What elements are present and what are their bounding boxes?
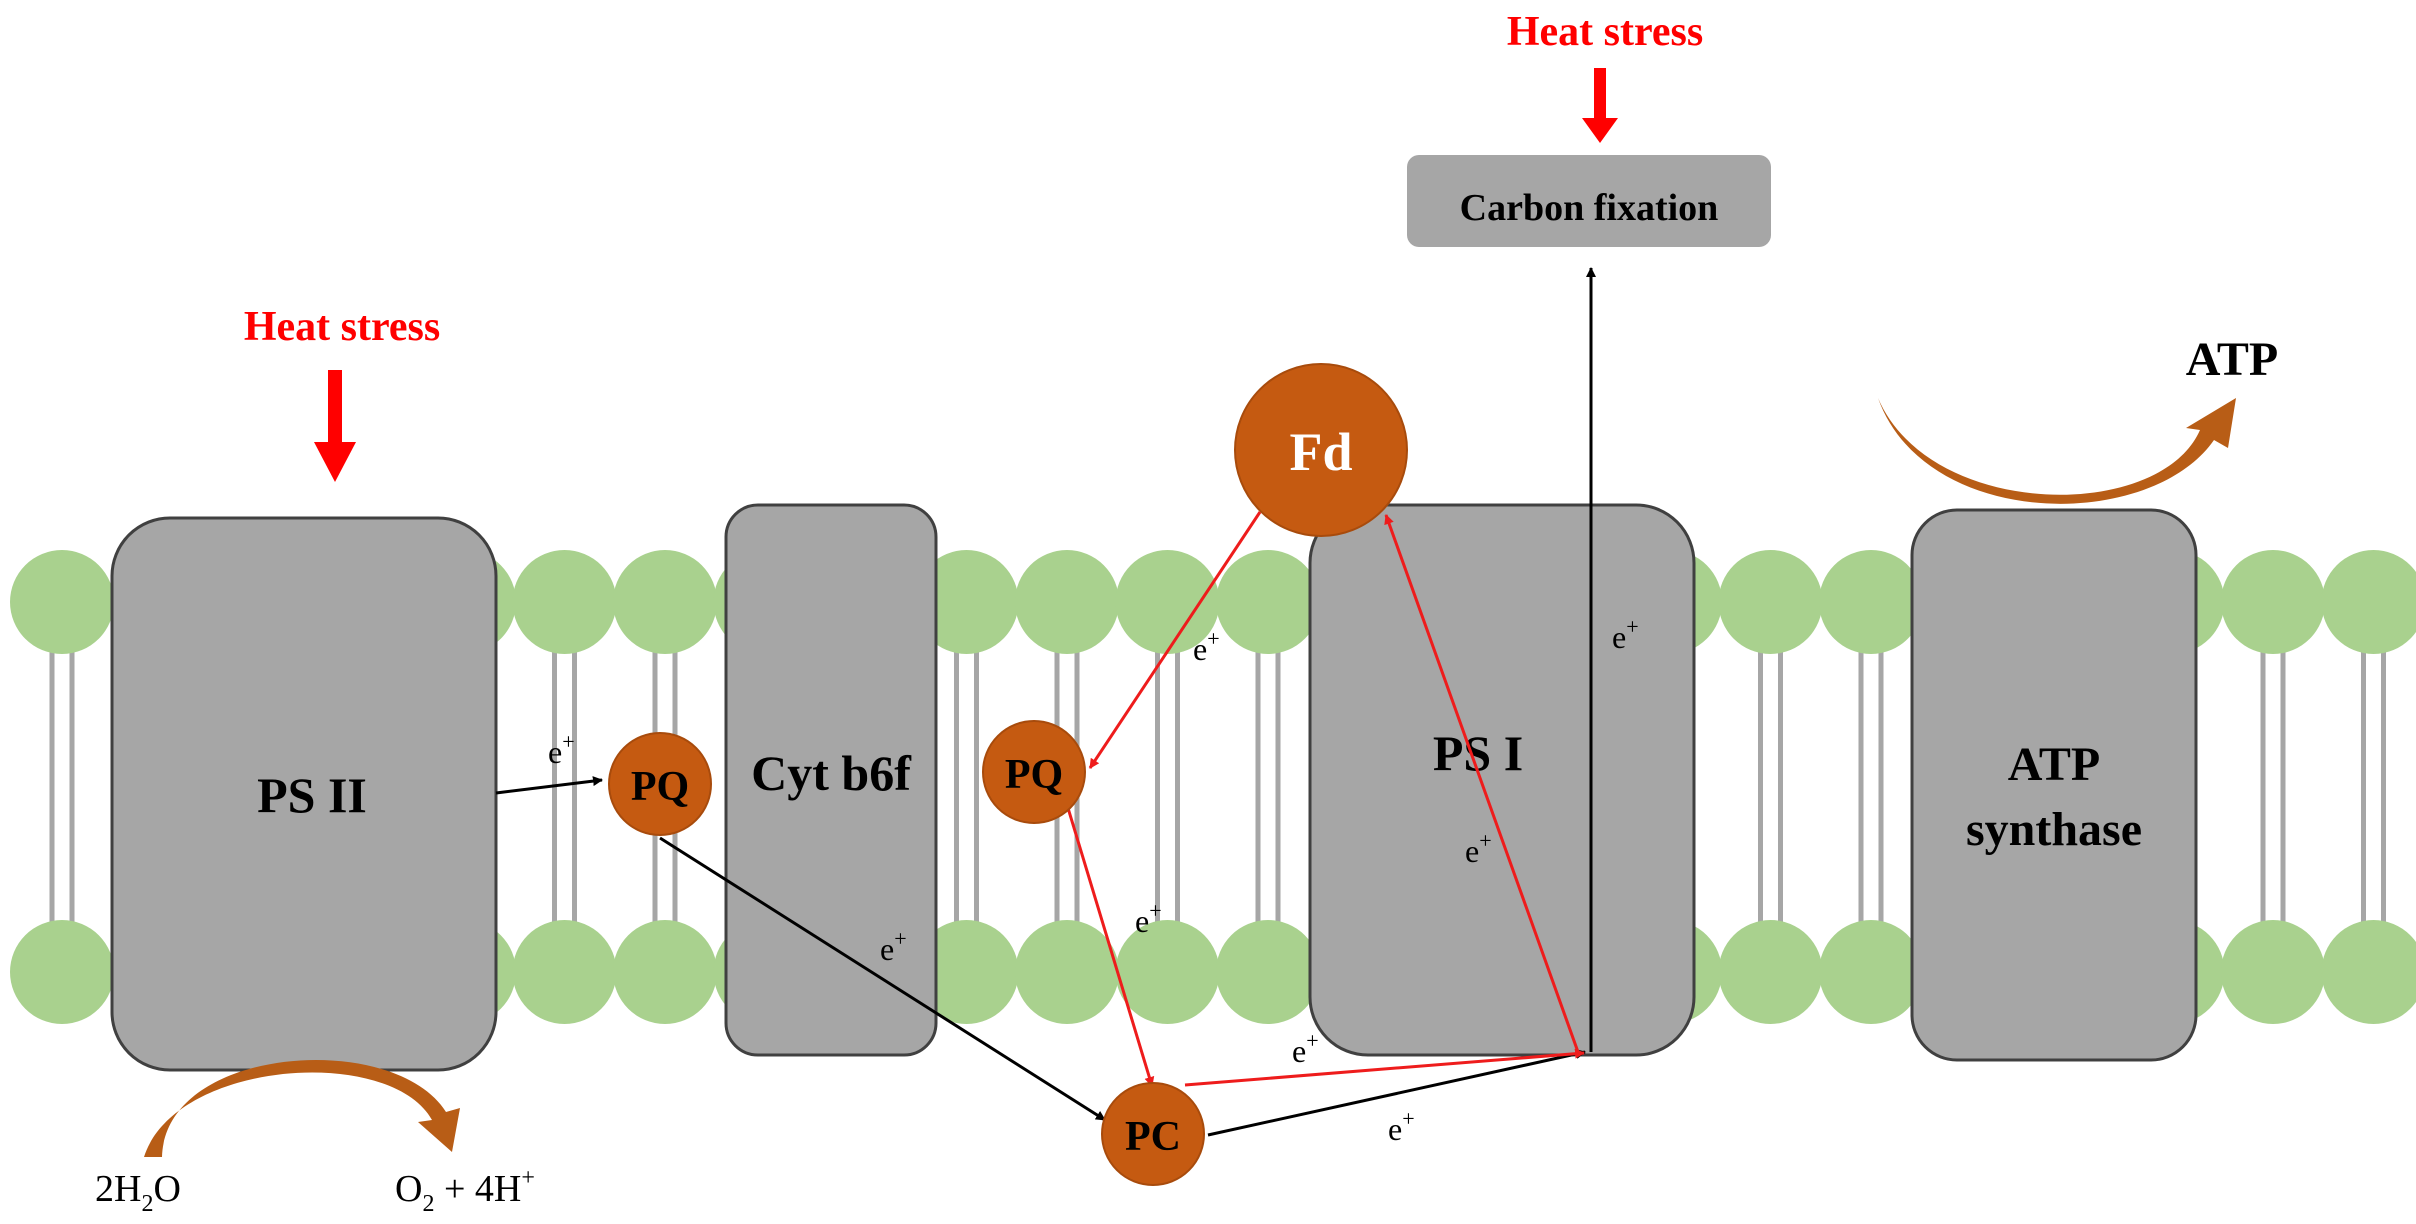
pc-carrier-label: PC <box>1125 1114 1181 1160</box>
pq-carrier-1-label: PQ <box>631 764 689 810</box>
carbon-fixation-label: Carbon fixation <box>1460 187 1719 229</box>
lipid-tail-pair <box>1858 650 1884 924</box>
cyt-b6f-complex <box>724 503 938 1057</box>
lipid-head <box>10 550 114 654</box>
lipid-tail-pair <box>2260 650 2286 924</box>
lipid-head <box>2221 920 2325 1024</box>
atp-synthase-complex <box>1910 508 2198 1062</box>
water-formula: 2H2O <box>95 1168 181 1217</box>
electron-label: e+ <box>1135 898 1162 939</box>
lipid-head <box>1819 550 1923 654</box>
heat-arrow-icon <box>1582 68 1618 143</box>
atp-output-label: ATP <box>2186 333 2278 386</box>
lipid-tail-pair <box>954 650 979 924</box>
electron-label: e+ <box>548 729 575 770</box>
lipid-head <box>10 920 114 1024</box>
electron-arrow-icon <box>1384 514 1580 1053</box>
electron-label: e+ <box>1465 828 1492 869</box>
electron-arrow-icon <box>659 836 1106 1122</box>
heat-arrow-icon <box>314 370 356 482</box>
fd-carrier-label: Fd <box>1289 422 1352 482</box>
pq-carrier-1 <box>608 732 712 836</box>
electron-labels: e+ e+ e+ e+ e+ e+ e+ e+ <box>548 614 1639 1147</box>
ps2-label: PS II <box>257 767 367 823</box>
cyt-b6f-label: Cyt b6f <box>751 745 912 801</box>
lipid-tail-pair <box>552 650 577 924</box>
lipid-head <box>1115 920 1220 1024</box>
curved-arrow-icon <box>1878 398 2236 504</box>
lipid-head <box>1216 920 1320 1024</box>
electron-label: e+ <box>1388 1106 1415 1147</box>
pc-carrier <box>1101 1082 1205 1186</box>
lipid-head <box>914 920 1019 1024</box>
lipid-head <box>2321 920 2416 1024</box>
lipid-head <box>2321 550 2416 654</box>
curved-arrow-icon <box>144 1060 460 1157</box>
oxygen-formula: O2 + 4H+ <box>395 1165 535 1217</box>
fd-carrier <box>1234 363 1408 537</box>
electron-label: e+ <box>1612 614 1639 655</box>
heat-stress-left-label: Heat stress <box>244 304 440 350</box>
lipid-tail-pair <box>2361 650 2386 924</box>
lipid-head <box>914 550 1019 654</box>
electron-label: e+ <box>1193 626 1220 667</box>
electron-arrow-icon <box>495 776 603 795</box>
lipid-head <box>613 920 717 1024</box>
lipid-head <box>2221 550 2325 654</box>
lipid-head <box>1216 550 1320 654</box>
pq-carrier-2-label: PQ <box>1005 752 1063 798</box>
lipid-head <box>1718 550 1823 654</box>
electron-arrow-icon <box>1184 1048 1585 1087</box>
pq-carrier-2 <box>982 720 1086 824</box>
ps1-complex <box>1308 503 1696 1057</box>
electron-arrow-icon <box>1207 1049 1586 1137</box>
electron-label: e+ <box>1292 1028 1319 1069</box>
lipid-tail-pair <box>1155 650 1180 924</box>
lipid-head <box>1015 920 1119 1024</box>
lipid-head <box>1115 550 1220 654</box>
atp-synthase-label-line1: ATP <box>2008 738 2100 791</box>
lipid-head <box>1015 550 1119 654</box>
lipid-tail-pair <box>49 650 75 924</box>
atp-synthase-label-line2: synthase <box>1966 803 2142 856</box>
electron-label: e+ <box>880 926 907 967</box>
carbon-fixation-box <box>1407 155 1771 247</box>
lipid-head <box>1819 920 1923 1024</box>
lipid-head <box>1718 920 1823 1024</box>
lipid-head <box>512 550 617 654</box>
lipid-tail-pair <box>1758 650 1783 924</box>
electron-arrow-icon <box>1088 511 1262 769</box>
lipid-head <box>512 920 617 1024</box>
heat-stress-right-label: Heat stress <box>1507 9 1703 55</box>
electron-arrow-icon <box>1066 807 1155 1087</box>
lipid-head <box>613 550 717 654</box>
lipid-tail-pair <box>1255 650 1281 924</box>
